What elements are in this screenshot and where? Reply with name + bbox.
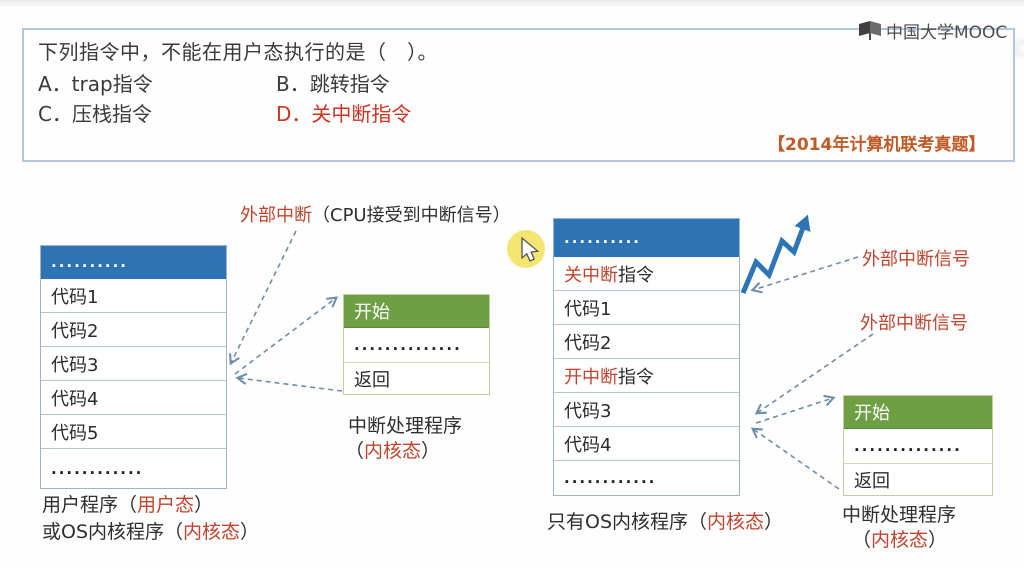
caption-text: 只有OS内核程序（ [547, 511, 708, 533]
external-interrupt-red: 外部中断 [240, 205, 312, 226]
handler-dots-row: .............. [844, 429, 992, 464]
external-signal-label-2: 外部中断信号 [860, 313, 968, 334]
caption-red: 内核态 [364, 440, 422, 462]
zigzag-rejected-signal-arrow [740, 214, 811, 294]
row-red: 关中断 [564, 264, 618, 286]
kernel-program-table: .......... 关中断指令 代码1 代码2 开中断指令 代码3 代码4 .… [553, 218, 740, 496]
handler-return-row: 返回 [844, 464, 992, 495]
dots: .............. [354, 336, 462, 354]
external-interrupt-label: 外部中断（CPU接受到中断信号） [240, 201, 511, 227]
handler-start-row: 开始 [844, 396, 992, 429]
kernel-only-caption: 只有OS内核程序（内核态） [547, 507, 783, 534]
table-row: 代码2 [554, 325, 739, 359]
row-red: 开中断 [564, 366, 618, 388]
question-title: 下列指令中，不能在用户态执行的是（ ）。 [38, 40, 438, 64]
caption-text: 或OS内核程序（ [42, 521, 184, 543]
open-interrupt-row: 开中断指令 [554, 359, 739, 393]
handler-mid-caption-line1: 中断处理程序 [348, 415, 463, 437]
caption-text: ） [421, 440, 441, 462]
table-footer-row: ............ [41, 449, 226, 488]
table-row: 代码4 [554, 427, 739, 461]
option-d-answer: D．关中断指令 [276, 102, 412, 126]
caption-red: 内核态 [707, 511, 765, 533]
arrow-signal1-to-kernel-table [750, 256, 859, 294]
handler-right-caption-line1: 中断处理程序 [842, 504, 957, 526]
interrupt-handler-table-mid: 开始 .............. 返回 [343, 294, 490, 395]
caption-text: （ [852, 529, 872, 551]
table-row: 代码2 [41, 313, 226, 347]
arrow-handler-return-to-user-table [235, 373, 343, 392]
handler-right-caption-line2: （内核态） [852, 525, 947, 552]
row-text: 指令 [618, 264, 654, 286]
header-dots: .......... [564, 228, 641, 247]
handler-start-row: 开始 [344, 295, 489, 328]
table-row: 代码5 [41, 415, 226, 449]
table-row: 代码3 [554, 393, 739, 427]
table-row: 代码3 [41, 347, 226, 381]
handler-mid-caption-line2: （内核态） [345, 436, 440, 463]
table-header-row: .......... [41, 246, 226, 279]
mooc-logo-text: 中国大学MOOC [886, 23, 1008, 43]
table-footer-row: ............ [554, 461, 739, 495]
handler-return-row: 返回 [344, 363, 489, 394]
external-signal-label-1: 外部中断信号 [862, 249, 970, 270]
caption-text: 用户程序（ [42, 494, 138, 516]
footer-dots: ............ [51, 459, 144, 478]
row-text: 指令 [618, 366, 654, 388]
dots: .............. [854, 437, 962, 455]
mooc-logo: 中国大学MOOC [858, 18, 1007, 43]
header-dots: .......... [51, 253, 128, 271]
caption-red: 内核态 [871, 529, 929, 551]
arrow-interrupt-to-user-table [229, 230, 297, 366]
option-c: C．压栈指令 [38, 102, 152, 126]
handler-dots-row: .............. [344, 328, 489, 363]
caption-red: 用户态 [137, 494, 195, 516]
user-program-caption-line1: 用户程序（用户态） [42, 490, 213, 517]
arrow-handler-return-to-kernel-table [750, 427, 840, 490]
interrupt-handler-table-right: 开始 .............. 返回 [843, 395, 993, 496]
caption-red: 内核态 [183, 521, 241, 543]
caption-text: ） [928, 529, 948, 551]
caption-text: （ [345, 440, 365, 462]
option-a: A．trap指令 [38, 72, 153, 96]
mooc-flag-icon [859, 20, 881, 40]
exam-source-label: 【2014年计算机联考真题】 [768, 135, 986, 155]
table-row: 代码4 [41, 381, 226, 415]
close-interrupt-row: 关中断指令 [554, 257, 739, 291]
cursor-highlight [507, 230, 545, 268]
top-edge-shading [0, 0, 1024, 8]
user-program-caption-line2: 或OS内核程序（内核态） [42, 517, 259, 544]
arrow-user-table-to-handler-start [234, 296, 339, 375]
external-interrupt-rest: （CPU接受到中断信号） [312, 205, 511, 226]
option-b: B．跳转指令 [276, 72, 390, 96]
table-row: 代码1 [41, 279, 226, 313]
table-header-row: .......... [554, 219, 739, 257]
mouse-pointer-icon [521, 236, 540, 262]
caption-text: ） [764, 511, 784, 533]
table-row: 代码1 [554, 291, 739, 325]
user-program-table: .......... 代码1 代码2 代码3 代码4 代码5 .........… [40, 245, 227, 489]
caption-text: ） [240, 521, 260, 543]
arrow-kernel-table-to-handler-start [755, 394, 836, 424]
caption-text: ） [194, 494, 214, 516]
question-box [22, 28, 1015, 162]
footer-dots: ............ [564, 469, 657, 487]
